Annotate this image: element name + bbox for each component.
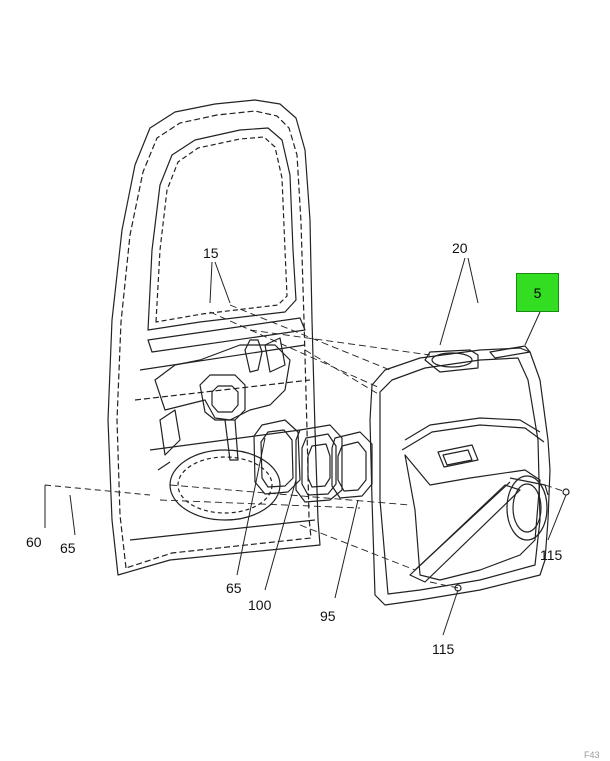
callout-5: 5 bbox=[533, 284, 542, 301]
callout-100: 100 bbox=[248, 597, 272, 613]
callout-60: 60 bbox=[26, 534, 42, 550]
callout-15: 15 bbox=[203, 245, 219, 261]
leader-lines bbox=[44, 257, 567, 636]
assembly-lines bbox=[159, 304, 567, 589]
callout-20: 20 bbox=[452, 240, 468, 256]
callout-65-bottom: 65 bbox=[226, 580, 242, 596]
callout-95: 95 bbox=[320, 608, 336, 624]
footer-code: F43 bbox=[584, 750, 600, 760]
callout-115-bottom: 115 bbox=[432, 641, 455, 657]
door-frame bbox=[107, 99, 321, 576]
window-regulator bbox=[149, 337, 301, 471]
callout-115-right: 115 bbox=[540, 547, 563, 563]
callout-5-highlight: 5 bbox=[516, 273, 559, 312]
screw-bottom bbox=[454, 584, 462, 592]
screw-right bbox=[562, 488, 570, 496]
callout-65-left: 65 bbox=[60, 540, 76, 556]
speaker-parts bbox=[253, 419, 373, 503]
door-trim-panel bbox=[369, 345, 551, 606]
